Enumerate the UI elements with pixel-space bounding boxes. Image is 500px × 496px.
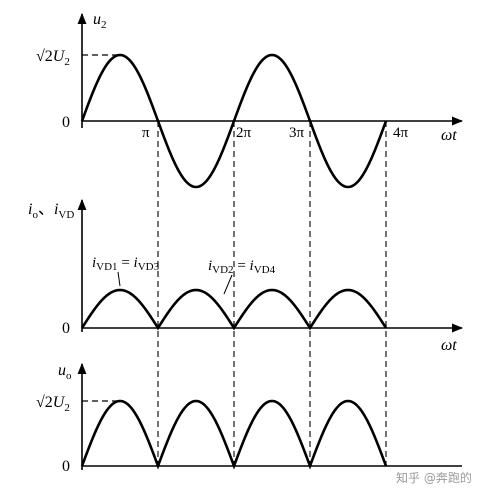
mid-zero-label: 0 (62, 320, 70, 337)
tick-pi: π (142, 125, 150, 141)
top-peak-label: √2U2 (36, 48, 70, 68)
tick-3pi: 3π (289, 125, 305, 141)
annotation-leader-1 (117, 271, 121, 287)
watermark-text: 知乎 @奔跑的 (396, 470, 472, 485)
panel-top: u2 √2U2 0 π 2π 3π 4π ωt (36, 11, 464, 189)
top-ylabel: u2 (93, 11, 107, 31)
annotation-vd2-vd4: iVD2 = iVD4 (208, 258, 276, 276)
bot-zero-label: 0 (62, 458, 70, 475)
annotation-leader-2 (223, 274, 233, 295)
period-guides (157, 121, 387, 466)
mid-rectified-current (80, 288, 388, 331)
bot-ylabel: uo (58, 362, 72, 382)
bot-peak-label: √2U2 (36, 394, 70, 414)
bot-rectified-voltage (80, 399, 388, 470)
tick-4pi: 4π (393, 125, 409, 141)
panel-middle: io、iVD iVD1 = iVD3 iVD2 = iVD4 0 ωt (28, 198, 464, 354)
top-xlabel: ωt (441, 127, 457, 144)
tick-2pi: 2π (236, 125, 252, 141)
panel-bottom: uo √2U2 0 (36, 362, 462, 475)
annotation-vd1-vd3: iVD1 = iVD3 (92, 255, 160, 273)
top-zero-label: 0 (62, 114, 70, 131)
mid-ylabel: io、iVD (28, 201, 74, 221)
mid-xlabel: ωt (441, 337, 457, 354)
